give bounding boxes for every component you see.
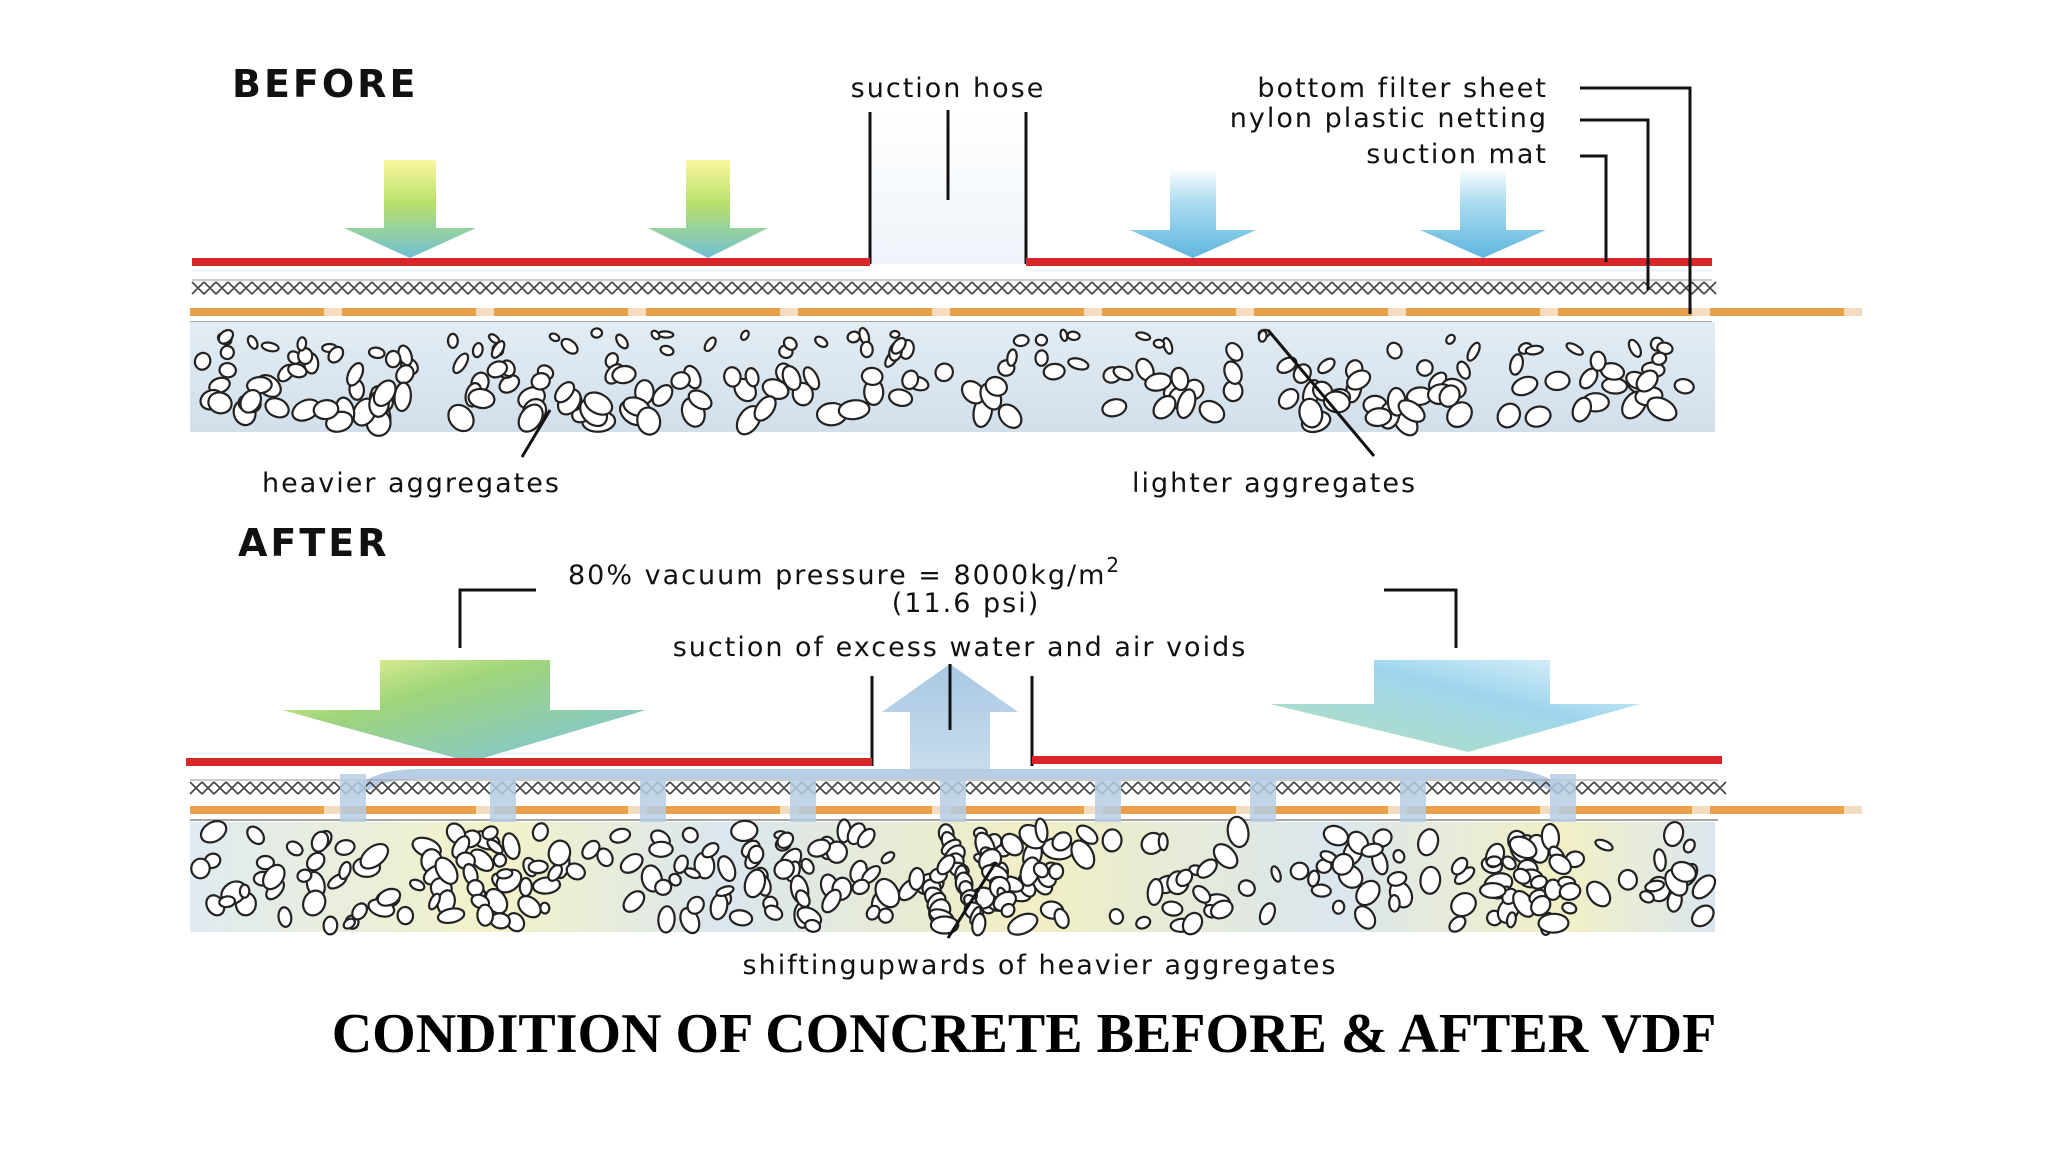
lighter-aggregates-leader [1266,329,1376,457]
psi-label: (11.6 psi) [892,588,1040,619]
vacuum-pressure-label: 80% vacuum pressure = 8000kg/m2 [568,553,1121,591]
before-heading: BEFORE [232,62,418,106]
suction-mat-after-left [186,758,872,766]
down-arrow-2 [648,160,768,258]
down-arrow-1 [344,160,476,258]
after-heading: AFTER [238,521,390,565]
lighter-aggregates-label: lighter aggregates [1132,468,1417,499]
nylon-netting-label: nylon plastic netting [1230,103,1548,134]
bracket-left [458,588,536,648]
aggregates-before [193,326,1695,437]
down-arrow-big-left [282,660,646,762]
suction-mat-leader [1580,154,1608,262]
suction-mat-right [1026,258,1712,266]
suction-mat-left [192,258,870,266]
down-arrow-big-right [1270,660,1640,752]
figure-caption: CONDITION OF CONCRETE BEFORE & AFTER VDF [332,1003,1717,1065]
shifting-upwards-leader [946,861,998,939]
aggregates-after [190,815,1717,937]
suction-channels [340,774,1576,824]
down-arrow-3 [1130,168,1256,258]
heavier-aggregates-leader [520,409,552,458]
shifting-upwards-label: shiftingupwards of heavier aggregates [743,950,1338,981]
down-arrow-4 [1420,168,1546,258]
nylon-netting-before [191,279,1717,295]
suction-mat-after-right [1032,756,1722,764]
suction-hose-label: suction hose [851,73,1046,104]
suction-mat-label: suction mat [1366,139,1548,170]
filter-sheet-leader [1580,86,1692,314]
suction-excess-label: suction of excess water and air voids [673,632,1248,663]
bottom-filter-sheet-label: bottom filter sheet [1257,73,1548,104]
netting-leader [1580,118,1650,290]
heavier-aggregates-label: heavier aggregates [262,468,561,499]
filter-sheet-after [190,806,1862,821]
filter-sheet-before [190,308,1862,323]
bracket-right [1384,588,1458,648]
